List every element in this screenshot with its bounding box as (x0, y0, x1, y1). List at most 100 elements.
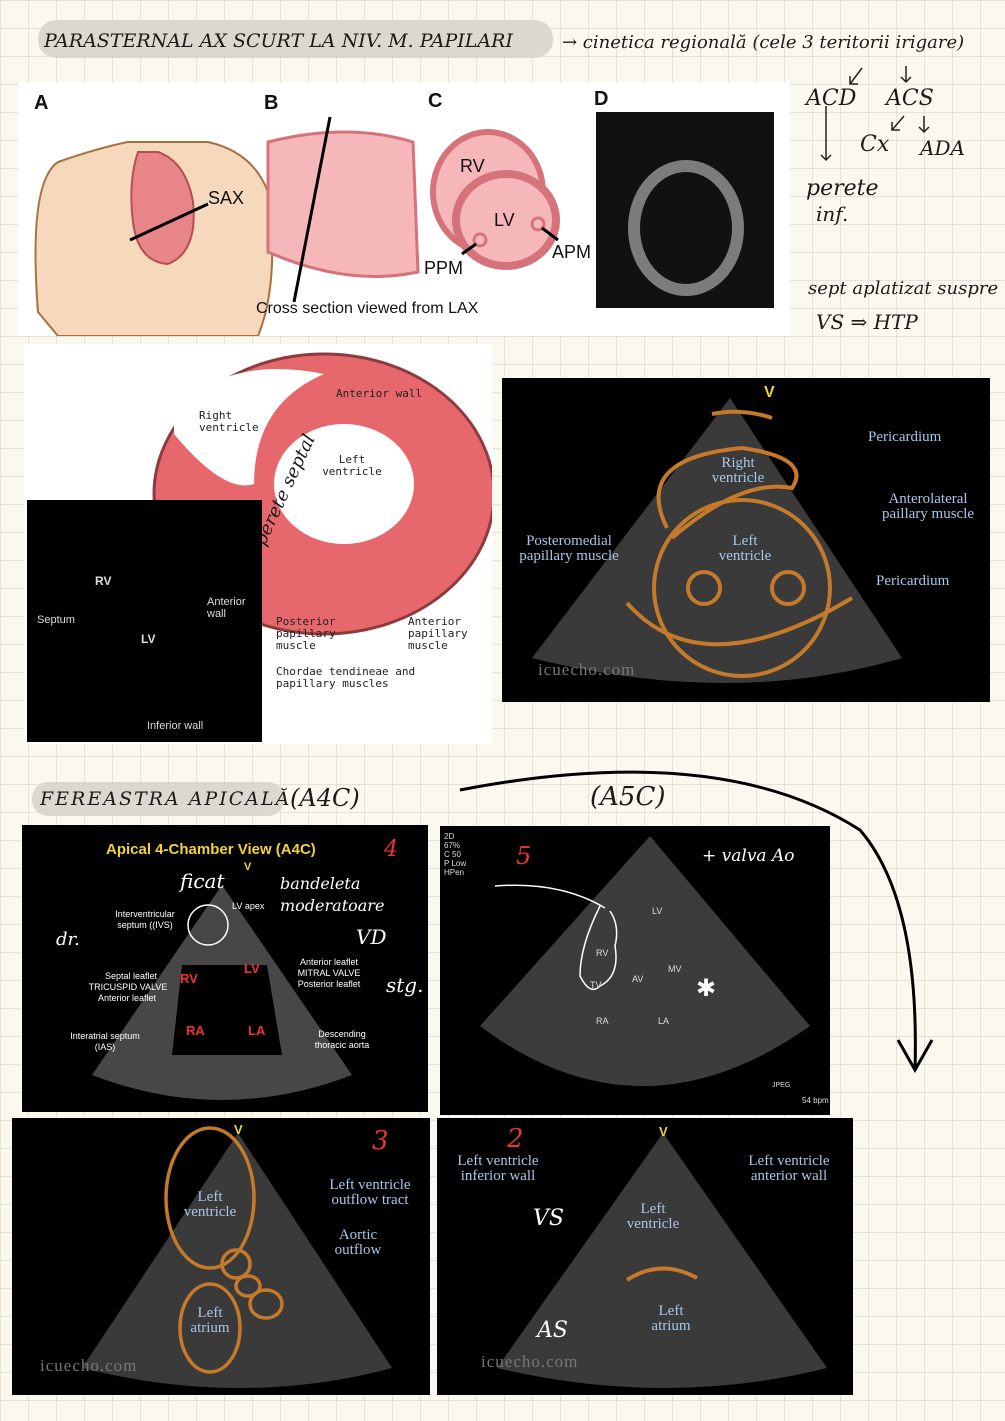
label-lv-apex: LV apex (232, 901, 265, 911)
figure-a3c: 3 V Left ventricle Left ventricle outflo… (12, 1118, 430, 1395)
figure-a2c: 2 V Left ventricle inferior wall Left ve… (437, 1118, 853, 1395)
echo-sector (532, 398, 902, 683)
title-highlight (38, 20, 553, 58)
figure-caption: Cross section viewed from LAX (256, 300, 479, 317)
label-anterolateral: Anterolateral paillary muscle (881, 491, 975, 522)
label-tv: TV (590, 980, 602, 990)
label-right-ventricle: Right ventricle (199, 409, 259, 434)
figure-sax-diagram: A B C D SAX RV LV PPM APM Cross section … (18, 82, 790, 336)
label-b: B (264, 92, 279, 114)
label-ivs: Interventricular septum ((IVS) (115, 909, 175, 930)
label-lvot: Left ventricle outflow tract (329, 1177, 411, 1208)
note-acd: ACD (806, 86, 857, 111)
note-ficat: ficat (180, 869, 225, 893)
note-perete: perete (806, 176, 879, 201)
asterisk-icon: ✱ (696, 975, 717, 1002)
note-bandeleta: bandeleta moderatoare (280, 874, 385, 915)
label-ppm: PPM (424, 258, 464, 278)
a2c-number: 2 (507, 1124, 524, 1154)
note-vd: VD (356, 925, 387, 949)
label-anterior-leaflet-m: Anterior leaflet (299, 957, 359, 967)
echo-sector (480, 836, 810, 1086)
echo-rv: RV (95, 574, 112, 588)
echo-sector (92, 885, 352, 1100)
label-left-ventricle: Left ventricle (322, 453, 382, 478)
label-pericardium-bottom: Pericardium (876, 573, 950, 589)
echo-inset: RV LV Septum Anterior wall Inferior wall (27, 500, 262, 742)
figure-psax-echo: V Pericardium Right ventricle Anterolate… (502, 378, 990, 702)
label-aorta: Descending thoracic aorta (314, 1029, 370, 1050)
note-valva: + valva Ao (702, 846, 795, 866)
echo-inferior-wall: Inferior wall (147, 720, 204, 732)
label-chordae: Chordae tendineae and papillary muscles (276, 665, 416, 690)
label-septal: Septal leaflet (104, 971, 158, 981)
a4c-number: 4 (384, 837, 398, 862)
a5c-number: 5 (516, 842, 532, 870)
echo-sector (82, 1126, 392, 1388)
note-arrows-icon (820, 66, 930, 162)
label-right-ventricle: Right ventricle (711, 455, 765, 486)
title-continuation: → cinetica regională (cele 3 teritorii i… (562, 32, 965, 53)
label-la: LA (248, 1023, 266, 1038)
label-left-ventricle: Left ventricle (718, 533, 772, 564)
figure-a4c: Apical 4-Chamber View (A4C) 4 ficat V ba… (22, 825, 428, 1112)
label-anterior-leaflet-t: Anterior leaflet (97, 993, 157, 1003)
a4c-title: Apical 4-Chamber View (A4C) (106, 841, 316, 858)
chest-heart-illustration (34, 112, 774, 336)
label-d: D (594, 88, 609, 110)
label-posterior-leaflet: Posterior leaflet (297, 979, 361, 989)
label-left-ventricle: Left ventricle (626, 1201, 680, 1232)
figure-a5c: 2D 67% C 50 P Low HPen 5 + valva Ao LV R… (440, 826, 830, 1115)
label-left-atrium: Left atrium (651, 1303, 691, 1334)
label-anterior-wall: Anterior wall (336, 387, 423, 400)
apical-title: FEREASTRA APICALĂ (40, 788, 292, 810)
watermark: icuecho.com (40, 1356, 138, 1375)
label-ias: Interatrial septum (IAS) (70, 1031, 140, 1052)
page-title: PARASTERNAL AX SCURT LA NIV. M. PAPILARI (44, 30, 513, 52)
label-mitral: MITRAL VALVE (297, 968, 361, 978)
echo-sector (497, 1133, 827, 1388)
a5c-settings: 2D 67% C 50 P Low HPen (444, 832, 467, 877)
label-apm: APM (552, 242, 592, 262)
label-left-ventricle: Left ventricle (183, 1189, 237, 1220)
label-v: V (764, 384, 775, 401)
label-posteromedial: Posteromedial papillary muscle (519, 533, 619, 564)
note-stg: stg. (386, 973, 424, 997)
apical-a4c: (A4C) (290, 784, 360, 812)
a4c-v: V (244, 861, 252, 873)
label-rv: RV (460, 156, 485, 176)
label-lv: LV (494, 210, 515, 230)
a3c-number: 3 (372, 1126, 389, 1156)
label-ra: RA (596, 1016, 609, 1026)
label-v: V (659, 1124, 668, 1139)
label-av: AV (632, 974, 644, 984)
watermark: icuecho.com (481, 1352, 579, 1371)
note-inf: inf. (816, 202, 849, 226)
label-anterior-papillary: Anterior papillary muscle (408, 615, 468, 652)
note-ada: ADA (920, 136, 965, 160)
watermark: icuecho.com (538, 660, 636, 679)
label-pericardium-top: Pericardium (868, 429, 942, 445)
label-lv: LV (244, 961, 260, 976)
label-posterior-papillary: Posterior papillary muscle (276, 615, 336, 652)
note-vs: VS (533, 1206, 564, 1231)
figure-heart-cross-section: Right ventricle Anterior wall Left ventr… (24, 344, 492, 744)
label-rv: RV (596, 948, 609, 958)
label-bpm: 54 bpm (802, 1096, 829, 1105)
label-c: C (428, 90, 443, 112)
apical-highlight (32, 782, 284, 816)
label-la: LA (658, 1016, 670, 1026)
note-as: AS (537, 1318, 568, 1343)
label-inferior-wall: Left ventricle inferior wall (457, 1153, 539, 1184)
label-left-atrium: Left atrium (190, 1305, 230, 1336)
apical-a5c: (A5C) (590, 782, 666, 812)
note-sept: sept aplatizat suspre (808, 278, 999, 299)
label-mv: MV (668, 964, 682, 974)
label-rv: RV (180, 971, 198, 986)
label-sax: SAX (208, 188, 245, 208)
label-anterior-wall: Left ventricle anterior wall (748, 1153, 830, 1184)
label-v: V (234, 1122, 243, 1137)
label-ra: RA (186, 1023, 205, 1038)
label-a: A (34, 92, 49, 114)
echo-lv: LV (141, 632, 156, 646)
